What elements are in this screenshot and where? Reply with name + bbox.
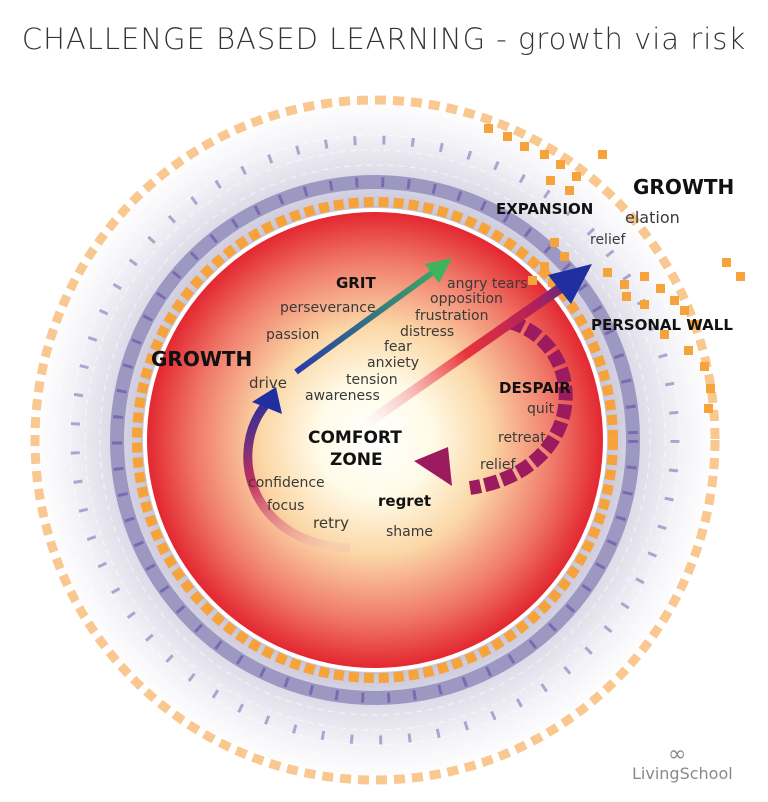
word-distress: distress	[400, 324, 454, 340]
grit-label: GRIT	[336, 274, 376, 292]
word-passion: passion	[266, 327, 319, 343]
expansion-arrow	[357, 273, 578, 433]
page-title: CHALLENGE BASED LEARNING - growth via ri…	[21, 22, 747, 56]
word-awareness: awareness	[305, 388, 380, 404]
word-retry: retry	[313, 514, 349, 532]
logo-text: LivingSchool	[632, 764, 733, 783]
word-elation: elation	[625, 208, 680, 227]
word-quit: quit	[527, 401, 555, 417]
expansion-label: EXPANSION	[496, 200, 593, 218]
personal-wall-blocks	[484, 124, 745, 413]
infinity-logo-icon: ∞	[668, 742, 687, 767]
word-relief-outer: relief	[590, 232, 626, 248]
comfort-zone-label-1: COMFORT	[308, 428, 402, 448]
growth-right-label: GROWTH	[633, 175, 734, 199]
comfort-zone-label-2: ZONE	[330, 450, 383, 470]
word-frustration: frustration	[415, 308, 489, 324]
word-fear: fear	[384, 339, 412, 355]
grit-arrowhead	[425, 258, 452, 283]
word-drive: drive	[249, 374, 287, 392]
growth-arc-arrowhead	[252, 387, 282, 414]
word-relief-inner: relief	[480, 457, 516, 473]
despair-arrowhead	[414, 447, 452, 486]
word-opposition: opposition	[430, 291, 503, 307]
purple-stars	[112, 177, 638, 703]
word-shame: shame	[386, 524, 433, 540]
despair-arrow	[468, 315, 573, 495]
outer-dash-ring	[30, 95, 720, 785]
word-perseverance: perseverance	[280, 300, 376, 316]
word-angry-tears: angry tears	[447, 276, 528, 292]
word-confidence: confidence	[248, 475, 325, 491]
word-focus: focus	[267, 498, 304, 514]
word-retreat: retreat	[498, 430, 546, 446]
despair-label: DESPAIR	[499, 379, 571, 397]
regret-label: regret	[378, 492, 431, 510]
growth-left-label: GROWTH	[151, 347, 252, 371]
orange-dash-ring	[132, 197, 618, 683]
word-anxiety: anxiety	[367, 355, 419, 371]
growth-arc-arrow	[243, 399, 351, 553]
purple-stars-outer	[70, 135, 680, 745]
expansion-arrowhead	[548, 264, 592, 304]
grit-arrow	[294, 267, 438, 375]
comfort-core	[147, 212, 603, 668]
wave-ring	[54, 119, 696, 761]
word-tension: tension	[346, 372, 398, 388]
personal-wall-label: PERSONAL WALL	[591, 316, 733, 334]
